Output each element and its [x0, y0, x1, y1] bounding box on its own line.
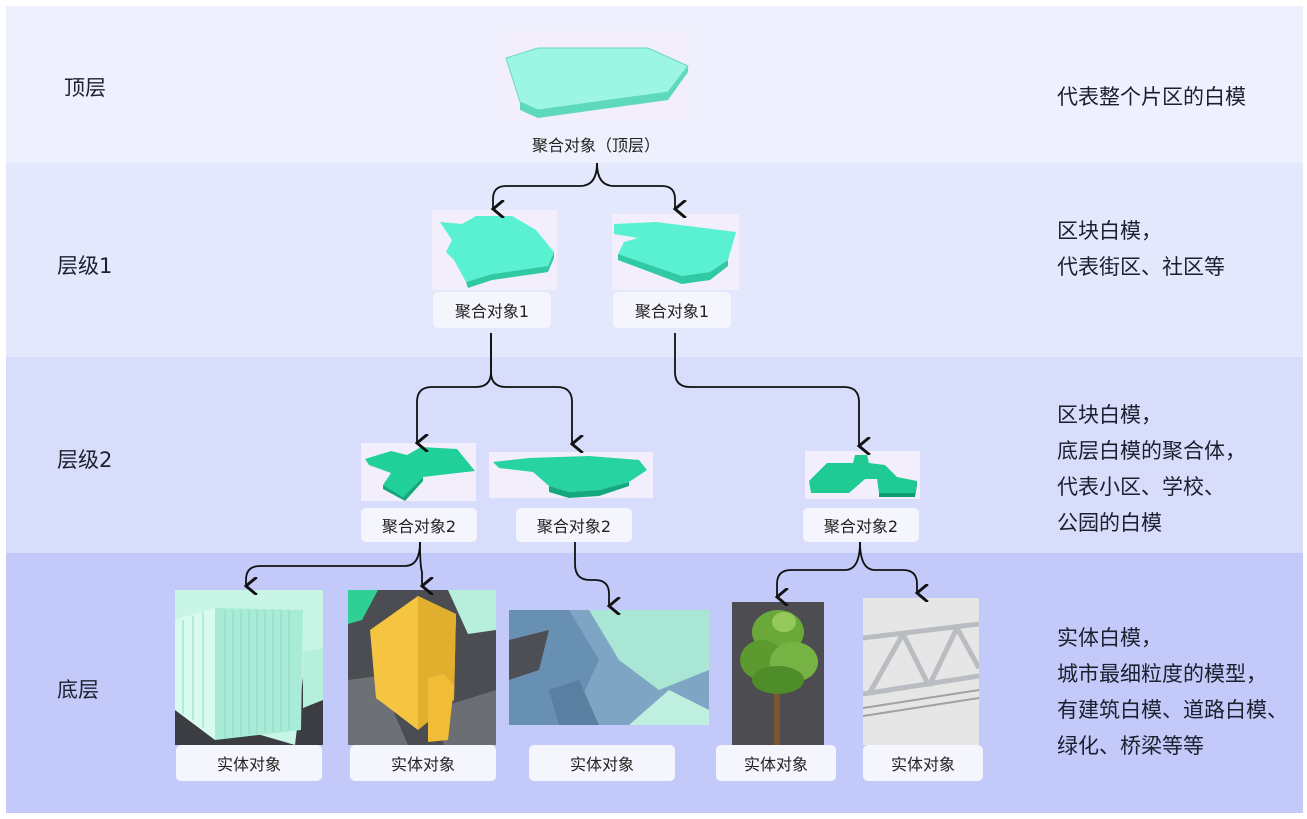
description-top: 代表整个片区的白模: [1057, 79, 1246, 115]
description-line: 城市最细粒度的模型，: [1057, 662, 1267, 686]
level-label-1: 层级1: [57, 254, 113, 278]
level-label-top: 顶层: [64, 76, 106, 100]
entity-label-5: 实体对象: [863, 745, 983, 781]
entity-label-3: 实体对象: [529, 745, 675, 781]
level2-aggregate-label-3: 聚合对象2: [803, 508, 919, 542]
description-line: 区块白模，: [1057, 403, 1162, 427]
entity-label-1: 实体对象: [176, 745, 322, 781]
description-bottom: 实体白模， 城市最细粒度的模型， 有建筑白模、道路白模、 绿化、桥梁等等: [1057, 620, 1288, 764]
level2-aggregate-model-image-2: [489, 452, 653, 498]
entity-label-2: 实体对象: [350, 745, 496, 781]
description-line: 区块白模，: [1057, 219, 1162, 243]
description-line: 代表街区、社区等: [1057, 255, 1225, 279]
description-line: 底层白模的聚合体，: [1057, 439, 1246, 463]
top-aggregate-label: 聚合对象（顶层）: [531, 136, 660, 155]
level2-aggregate-label-2: 聚合对象2: [516, 508, 632, 542]
level1-aggregate-model-image-1: [432, 210, 557, 290]
description-level-1: 区块白模， 代表街区、社区等: [1057, 213, 1225, 285]
level2-aggregate-model-image-3: [805, 451, 920, 499]
level1-aggregate-model-image-2: [612, 214, 739, 290]
level1-aggregate-label-1: 聚合对象1: [433, 292, 551, 328]
description-line: 绿化、桥梁等等: [1057, 734, 1204, 758]
description-line: 公园的白模: [1057, 511, 1162, 535]
level1-aggregate-label-2: 聚合对象1: [613, 292, 731, 328]
entity-building-white-image: [175, 590, 323, 745]
level-label-2: 层级2: [57, 448, 113, 472]
entity-label-4: 实体对象: [716, 745, 836, 781]
description-line: 有建筑白模、道路白模、: [1057, 698, 1288, 722]
description-line: 代表小区、学校、: [1057, 475, 1225, 499]
entity-road-image: [509, 610, 709, 725]
level-label-bottom: 底层: [57, 678, 99, 702]
level2-aggregate-model-image-1: [361, 443, 476, 501]
band-level-2: [6, 357, 1303, 553]
description-line: 代表整个片区的白模: [1057, 85, 1246, 109]
entity-building-yellow-image: [348, 590, 496, 745]
description-level-2: 区块白模， 底层白模的聚合体， 代表小区、学校、 公园的白模: [1057, 397, 1246, 541]
level2-aggregate-label-1: 聚合对象2: [361, 508, 477, 542]
top-aggregate-model-image: [498, 30, 692, 120]
entity-tree-image: [732, 602, 824, 745]
description-line: 实体白模，: [1057, 626, 1162, 650]
entity-bridge-image: [863, 598, 979, 745]
